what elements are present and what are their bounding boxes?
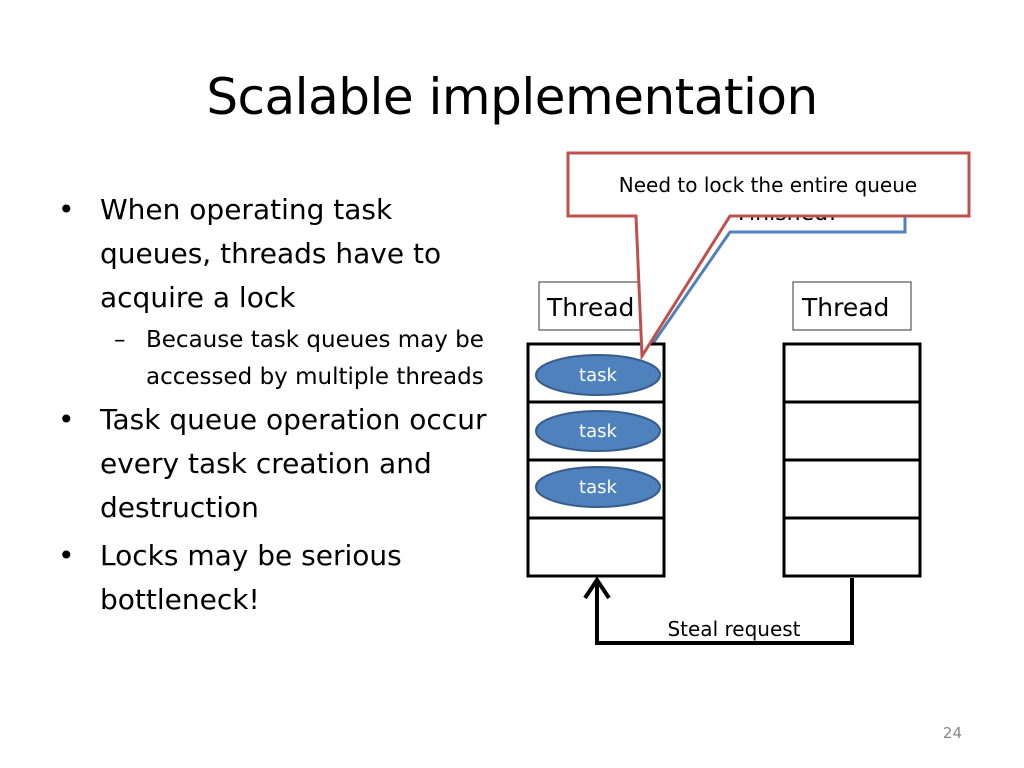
slide-title: Scalable implementation	[206, 68, 818, 126]
bullet-item: • When operating task queues, threads ha…	[58, 188, 498, 320]
task-ellipse: task	[535, 354, 661, 396]
bullet-text: Locks may be serious bottleneck!	[100, 539, 402, 616]
queue-slot	[782, 516, 922, 578]
thread-right-label-box: Thread	[792, 281, 912, 331]
steal-request-arrow: Steal request	[583, 576, 854, 645]
task-ellipse: task	[535, 466, 661, 508]
sub-bullet-item: – Because task queues may be accessed by…	[58, 322, 498, 396]
task-ellipse: task	[535, 410, 661, 452]
bullet-text: When operating task queues, threads have…	[100, 193, 442, 314]
bullet-dot: •	[58, 403, 75, 436]
queue-slot	[782, 342, 922, 404]
sub-bullet-text: Because task queues may be accessed by m…	[146, 327, 484, 390]
queue-slot	[782, 458, 922, 520]
task-label: task	[579, 421, 617, 442]
bullet-dot: •	[58, 193, 75, 226]
bullet-dot: •	[58, 539, 75, 572]
red-callout: Need to lock the entire queue	[566, 151, 971, 361]
right-task-queue	[782, 342, 922, 578]
queue-slot	[782, 400, 922, 462]
bullet-text: Task queue operation occur every task cr…	[100, 403, 487, 524]
task-label: task	[579, 365, 617, 386]
sub-bullet-dash: –	[114, 327, 126, 353]
bullet-item: • Locks may be serious bottleneck!	[58, 534, 498, 622]
bullet-list: • When operating task queues, threads ha…	[58, 188, 498, 622]
queue-slot	[526, 516, 666, 578]
thread-right-label: Thread	[801, 293, 889, 322]
bullet-item: • Task queue operation occur every task …	[58, 398, 498, 530]
task-label: task	[579, 477, 617, 498]
thread-left-label: Thread	[546, 293, 634, 322]
steal-request-label: Steal request	[667, 617, 800, 641]
slide-number: 24	[942, 724, 962, 742]
red-callout-text: Need to lock the entire queue	[619, 173, 917, 197]
